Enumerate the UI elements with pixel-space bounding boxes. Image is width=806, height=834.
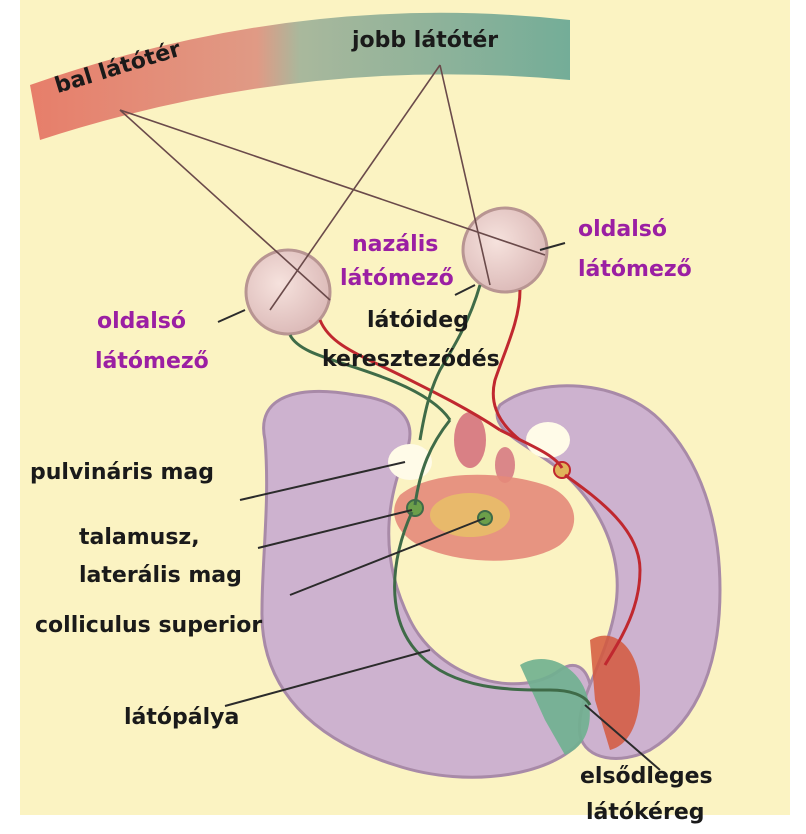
right-lateral-field-label-line1: oldalsó bbox=[578, 217, 667, 242]
primary-visual-cortex-label-line2: látókéreg bbox=[586, 800, 705, 825]
pulvinar-label: pulvináris mag bbox=[30, 460, 214, 485]
nasal-field-label-line1: nazális bbox=[352, 232, 438, 257]
optic-tract-label: látópálya bbox=[124, 705, 239, 730]
ventricle-shape bbox=[454, 412, 486, 468]
left-lateral-field-label-line1: oldalsó bbox=[97, 309, 186, 334]
thalamus-nucleus bbox=[430, 493, 510, 537]
pulvinar-right bbox=[526, 422, 570, 458]
right-lateral-field-label-line2: látómező bbox=[578, 257, 692, 282]
nasal-field-label-line2: látómező bbox=[340, 266, 454, 291]
thalamus-label-line1: talamusz, bbox=[79, 525, 200, 550]
right-visual-field-label: jobb látótér bbox=[352, 28, 498, 53]
thalamus-label-line2: laterális mag bbox=[79, 563, 242, 588]
left-lateral-field-label-line2: látómező bbox=[95, 349, 209, 374]
optic-chiasm-label-line2: kereszteződés bbox=[322, 347, 500, 372]
primary-visual-cortex-label-line1: elsődleges bbox=[580, 764, 713, 789]
colliculus-label: colliculus superior bbox=[35, 613, 262, 638]
optic-chiasm-label-line1: látóideg bbox=[367, 308, 469, 333]
